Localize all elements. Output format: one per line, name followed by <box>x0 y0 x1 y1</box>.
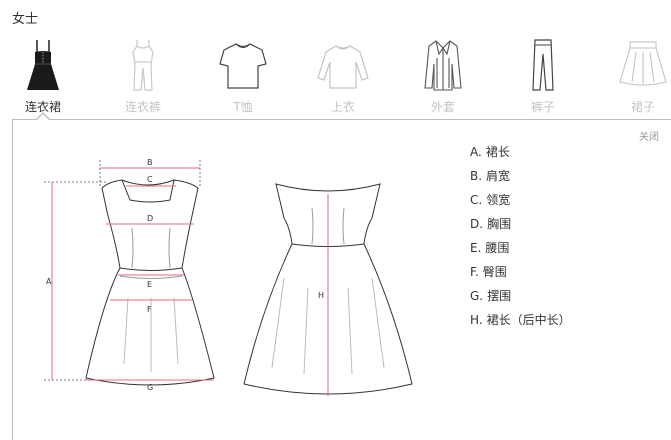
legend-letter: D. <box>470 217 484 231</box>
legend-letter: F. <box>470 265 479 279</box>
legend-item: G.摆围 <box>470 288 571 312</box>
tab-underline <box>12 119 671 120</box>
legend-text: 领宽 <box>486 193 511 207</box>
legend-letter: G. <box>470 289 484 303</box>
close-button[interactable]: 关闭 <box>639 132 659 143</box>
measure-label-f: F <box>147 305 152 314</box>
tab-dress[interactable]: 连衣裙 <box>8 38 78 118</box>
tab-tshirt[interactable]: T恤 <box>208 38 278 118</box>
garment-tabs: 连衣裙 连衣裤 T恤 上衣 <box>0 38 671 120</box>
section-title: 女士 <box>12 12 39 27</box>
active-tab-pointer-inner <box>37 114 49 120</box>
legend-text: 肩宽 <box>486 169 511 183</box>
legend-text: 胸围 <box>487 217 512 231</box>
tab-skirt[interactable]: 裙子 <box>608 38 671 118</box>
legend-item: C.领宽 <box>470 192 571 216</box>
top-icon <box>317 45 369 89</box>
legend-text: 摆围 <box>487 289 512 303</box>
tshirt-icon <box>219 43 267 89</box>
legend-item: F.臀围 <box>470 264 571 288</box>
size-chart-panel <box>12 120 671 440</box>
measure-label-d: D <box>147 214 153 223</box>
legend-letter: E. <box>470 241 482 255</box>
dress-icon <box>27 40 59 90</box>
tab-label: 裤子 <box>530 100 555 114</box>
tab-label: 上衣 <box>330 100 355 114</box>
dress-front-outline <box>85 179 215 386</box>
tab-label: 连衣裤 <box>124 100 161 114</box>
legend-text: 腰围 <box>485 241 510 255</box>
dress-measurement-diagram: A B C D E F G H <box>44 158 413 396</box>
legend-letter: H. <box>470 313 483 327</box>
measure-label-e: E <box>147 280 152 289</box>
tab-pants[interactable]: 裤子 <box>508 38 578 118</box>
tab-label: 连衣裙 <box>24 100 61 114</box>
measure-label-b: B <box>147 158 153 167</box>
measure-label-g: G <box>147 383 153 392</box>
tab-top[interactable]: 上衣 <box>308 38 378 118</box>
front-guide-lines <box>44 160 201 381</box>
legend-letter: C. <box>470 193 483 207</box>
legend-letter: B. <box>470 169 483 183</box>
tab-label: 外套 <box>430 100 455 114</box>
legend-item: E.腰围 <box>470 240 571 264</box>
legend-text: 臀围 <box>482 265 507 279</box>
tab-jumpsuit[interactable]: 连衣裤 <box>108 38 178 118</box>
jumpsuit-icon <box>132 40 154 91</box>
legend-letter: A. <box>470 145 482 159</box>
legend-text: 裙长（后中长） <box>486 313 571 327</box>
coat-icon <box>424 40 462 91</box>
legend-item: A.裙长 <box>470 144 571 168</box>
front-measurement-lines <box>51 167 214 381</box>
measure-label-h: H <box>318 291 324 300</box>
legend-item: B.肩宽 <box>470 168 571 192</box>
measure-label-c: C <box>147 175 153 184</box>
tab-label: 裙子 <box>630 100 655 114</box>
legend-item: D.胸围 <box>470 216 571 240</box>
measure-label-a: A <box>46 277 52 286</box>
legend-item: H.裙长（后中长） <box>470 312 571 336</box>
skirt-icon <box>619 41 667 86</box>
pants-icon <box>532 39 554 91</box>
measurement-legend: A.裙长 B.肩宽 C.领宽 D.胸围 E.腰围 F.臀围 G.摆围 H.裙长（… <box>470 144 571 336</box>
legend-text: 裙长 <box>485 145 510 159</box>
tab-coat[interactable]: 外套 <box>408 38 478 118</box>
tab-label: T恤 <box>233 100 253 114</box>
